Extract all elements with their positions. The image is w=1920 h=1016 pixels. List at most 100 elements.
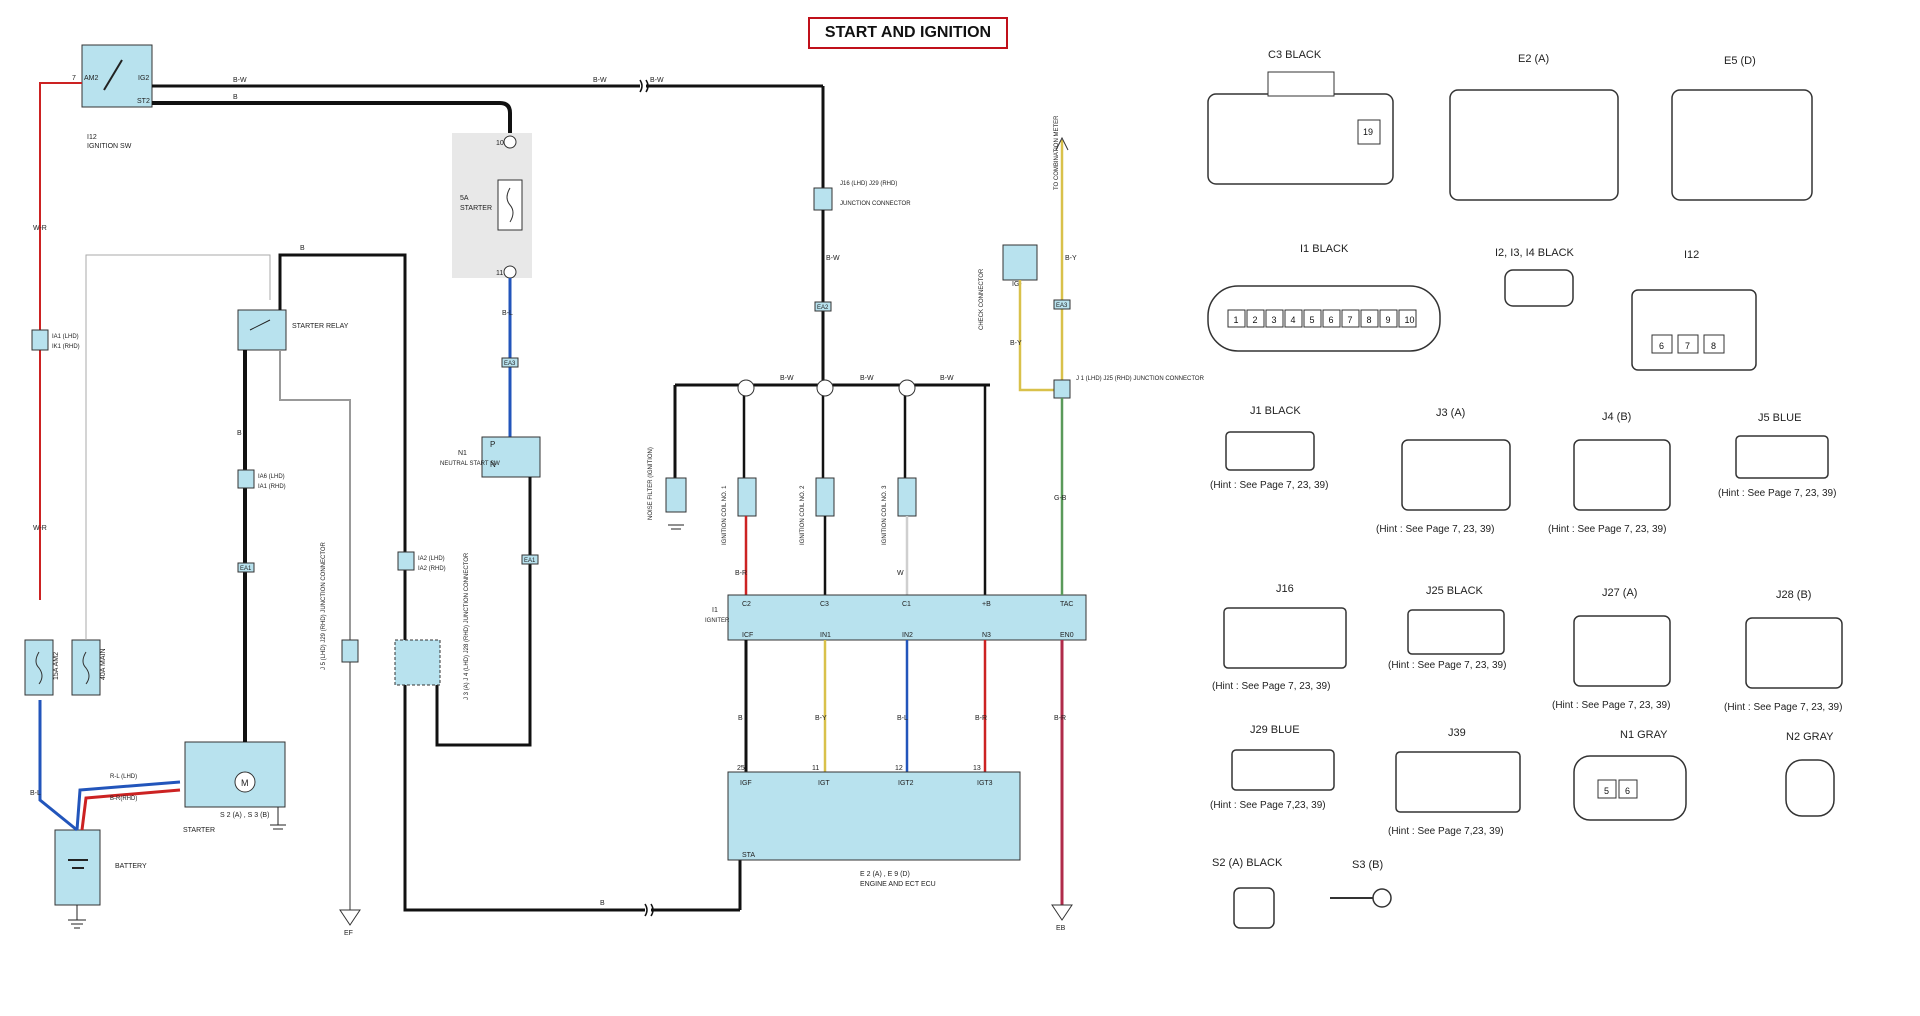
ignition-switch-box <box>81 44 153 108</box>
wire-label-b-w-2: B-W <box>593 77 607 84</box>
connector-i1-pin-2: 2 <box>1253 315 1258 325</box>
e2-splice-2 <box>816 379 834 397</box>
ecu-pin-igt2: IGT2 <box>898 780 914 787</box>
connector-i1-pin-box-9 <box>1379 309 1398 328</box>
connector-i12-title: I12 <box>1684 249 1699 261</box>
connector-n1-pin-box-6 <box>1618 779 1638 799</box>
connector-j5 <box>1735 435 1829 479</box>
connector-e5 <box>1671 89 1813 201</box>
connector-e5-title: E5 (D) <box>1724 55 1756 67</box>
connector-s3-ring <box>1372 888 1392 908</box>
starter-motor-symbol <box>234 771 256 793</box>
wire-label-b-3: B <box>300 245 305 252</box>
igniter-pin-n3: N3 <box>982 632 991 639</box>
connector-i1-pin-9: 9 <box>1386 315 1391 325</box>
connector-e2-title: E2 (A) <box>1518 53 1549 65</box>
page-title: START AND IGNITION <box>808 17 1008 49</box>
ea1-connector <box>237 562 255 573</box>
wire-label-b-w-7: B-W <box>940 375 954 382</box>
connector-j16-hint: (Hint : See Page 7, 23, 39) <box>1212 681 1330 692</box>
wire-label-w: W <box>897 570 904 577</box>
connector-s2 <box>1233 887 1275 929</box>
igniter <box>727 594 1087 641</box>
ignition-coil-2-label: IGNITION COIL NO. 2 <box>800 485 806 545</box>
igniter-pin-c3: C3 <box>820 601 829 608</box>
ignition-sw-code: I12 <box>87 134 97 141</box>
noise-filter <box>665 477 687 513</box>
igniter-pin-c2: C2 <box>742 601 751 608</box>
battery-ground <box>68 919 86 929</box>
fuse-15a-label: 15A AM2 <box>53 652 60 680</box>
connector-j39 <box>1395 751 1521 813</box>
starter-motor-codes: S 2 (A) , S 3 (B) <box>220 812 269 819</box>
wire-n1-down <box>435 477 532 747</box>
j3-label: J 3 (A) J 4 (LHD) J28 (RHD) JUNCTION CON… <box>464 552 470 700</box>
connector-n1-pin-box-5 <box>1597 779 1617 799</box>
ignition-sw-pin-7: 7 <box>72 75 76 82</box>
igniter-pin-in1: IN1 <box>820 632 831 639</box>
ignition-sw-pin-ig2: IG2 <box>138 75 149 82</box>
connector-n2 <box>1785 759 1835 817</box>
connector-i12-pin-7: 7 <box>1685 341 1690 351</box>
connector-i12-pin-8: 8 <box>1711 341 1716 351</box>
connector-i1-pin-box-3 <box>1265 309 1284 328</box>
connector-j25-hint: (Hint : See Page 7, 23, 39) <box>1388 660 1506 671</box>
connector-i2-title: I2, I3, I4 BLACK <box>1495 247 1575 259</box>
junction-j16-name: JUNCTION CONNECTOR <box>840 201 911 207</box>
connector-c3-latch <box>1267 71 1335 97</box>
ignition-coil-2 <box>815 477 835 517</box>
wire-label-b-l-3: B-L <box>897 715 908 722</box>
wire-label-b-l-2: B-L <box>30 790 41 797</box>
battery-label: BATTERY <box>115 863 147 870</box>
connector-i2 <box>1504 269 1574 307</box>
connector-s3-title: S3 (B) <box>1352 859 1383 871</box>
wire-label-b-r-rhd: B-R(RHD) <box>110 796 137 802</box>
wire-b-st2 <box>152 101 512 138</box>
junction-j16 <box>813 187 833 211</box>
ecu-codes: E 2 (A) , E 9 (D) <box>860 871 910 878</box>
connector-i12-pin-box-7 <box>1677 334 1699 354</box>
wire-label-b-2: B <box>237 430 242 437</box>
connector-j3 <box>1401 439 1511 511</box>
wire-w-b-ground <box>279 350 351 910</box>
connector-i1-title: I1 BLACK <box>1300 243 1349 255</box>
ignition-coil-3-label: IGNITION COIL NO. 3 <box>882 485 888 545</box>
ia2-connector <box>397 551 415 571</box>
ea3-connector-2 <box>521 554 539 565</box>
wire-label-b-y-2: B-Y <box>1010 340 1022 347</box>
j3-junction <box>394 639 441 686</box>
wire-label-b-1: B <box>233 94 238 101</box>
ecu-pin-igf: IGF <box>740 780 752 787</box>
ia6-connector <box>237 469 255 489</box>
wire-label-b-r-2: B-R <box>975 715 987 722</box>
connector-i1-pin-8: 8 <box>1367 315 1372 325</box>
connector-i1-pin-box-4 <box>1284 309 1303 328</box>
combination-meter-label: TO COMBINATION METER <box>1054 115 1060 190</box>
starter-relay-label: STARTER RELAY <box>292 323 349 330</box>
ia2-rhd: IA2 (RHD) <box>418 566 446 572</box>
connector-j29-title: J29 BLUE <box>1250 724 1300 736</box>
connector-i1-pin-5: 5 <box>1310 315 1315 325</box>
starter-name: STARTER <box>460 205 492 212</box>
wire-label-w-r-2: W-R <box>33 525 47 532</box>
connector-j3-hint: (Hint : See Page 7, 23, 39) <box>1376 524 1494 535</box>
wire-b-l-battery <box>38 700 78 832</box>
connector-i1-pin-6: 6 <box>1329 315 1334 325</box>
connector-j1-title: J1 BLACK <box>1250 405 1301 417</box>
connector-j4 <box>1573 439 1671 511</box>
ground-ef-1 <box>339 909 361 926</box>
wire-label-b-w-4: B-W <box>826 255 840 262</box>
connector-i1-pin-7: 7 <box>1348 315 1353 325</box>
j5-connector <box>341 639 359 663</box>
wire-relay-top <box>278 253 407 507</box>
wire-battery-starter-red <box>80 788 181 831</box>
connector-j27 <box>1573 615 1671 687</box>
connector-i12-pin-box-8 <box>1703 334 1725 354</box>
connector-i1-pin-box-7 <box>1341 309 1360 328</box>
connector-j16 <box>1223 607 1347 669</box>
starter-pin-10: 10 <box>496 140 504 147</box>
igniter-name: IGNITER <box>705 618 730 624</box>
